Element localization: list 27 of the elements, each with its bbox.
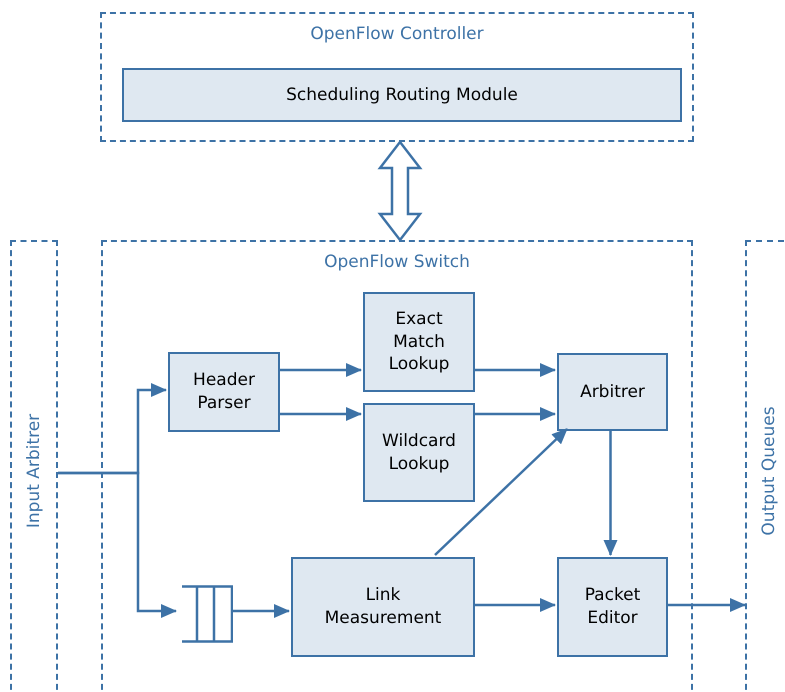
side-band [10,240,58,692]
process-box: Scheduling Routing Module [122,68,682,122]
arrow [231,604,290,618]
arrow [604,429,618,556]
container-title: OpenFlow Switch [323,252,471,272]
container-title: OpenFlow Controller [309,24,485,44]
band-label: Input Arbitrer [24,414,44,528]
container-box [100,12,694,142]
arrow [473,363,556,377]
side-band [745,240,785,692]
process-box: Exact Match Lookup [363,292,475,392]
arrow [434,428,568,556]
process-box: Link Measurement [291,557,475,657]
arrow [278,363,362,377]
arrow [58,472,177,618]
arrow [473,598,556,612]
process-box: Arbitrer [557,353,668,431]
arrow [666,598,746,612]
process-box: Wildcard Lookup [363,403,475,502]
band-label: Output Queues [759,406,779,536]
container-box [101,240,693,692]
arrow [278,407,362,421]
queue-icon [182,585,233,643]
arrow [473,407,556,421]
process-box: Header Parser [168,352,280,432]
double-block-arrow [377,140,423,242]
process-box: Packet Editor [557,557,668,657]
